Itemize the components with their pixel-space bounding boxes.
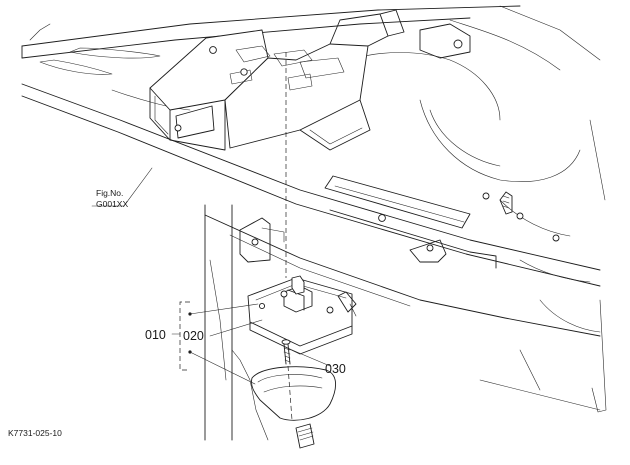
right-rail [324,175,560,269]
bottom-bolt [295,423,315,449]
fig-no-label: Fig.No. [96,188,123,198]
cab-panel-outline [21,5,607,413]
callout-020: 020 [183,329,204,343]
lower-frame [204,204,285,441]
switch-assembly [247,275,357,355]
screw [281,339,291,365]
callout-bracket [171,301,331,385]
light-lens [251,366,336,421]
fig-code-label: G001XX [96,199,128,209]
callout-030: 030 [325,362,346,376]
center-lines [285,52,293,421]
callout-010: 010 [145,328,166,342]
upper-bracket [149,9,471,151]
drawing-number: K7731-025-10 [8,428,62,438]
floor-contours [39,19,601,333]
fig-leader [91,167,153,207]
